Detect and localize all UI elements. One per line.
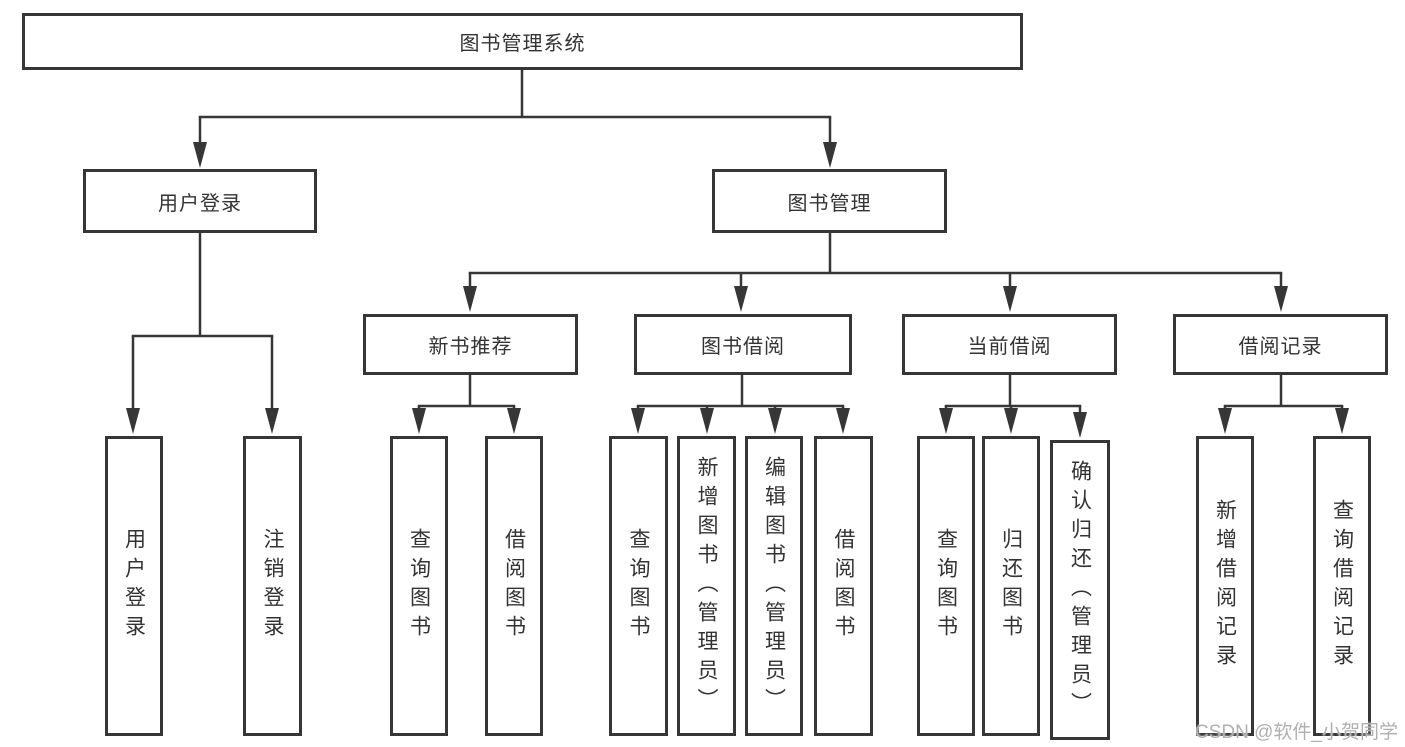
- node-book-borrowing-label: 图书借阅: [701, 336, 785, 358]
- leaf-bb-borrow-books-label: 借阅图书: [832, 528, 855, 644]
- leaf-user-login-label: 用户登录: [122, 528, 146, 644]
- leaf-br-query-record: 查询借阅记录: [1313, 436, 1371, 736]
- edge-borrowing-records-to-leaves: [1218, 375, 1349, 434]
- leaf-br-query-record-label: 查询借阅记录: [1330, 499, 1354, 673]
- node-book-management: 图书管理: [712, 169, 947, 233]
- leaf-bb-edit-books-admin-label: 编辑图书（管理员）: [762, 455, 786, 717]
- node-user-login: 用户登录: [83, 169, 317, 233]
- edge-book-borrowing-to-leaves: [631, 375, 850, 434]
- node-borrowing-records-label: 借阅记录: [1238, 336, 1323, 358]
- node-book-borrowing: 图书借阅: [634, 314, 852, 375]
- leaf-cb-return-books: 归还图书: [982, 436, 1040, 736]
- node-root-system: 图书管理系统: [22, 13, 1023, 70]
- node-new-book-recommend-label: 新书推荐: [428, 336, 513, 358]
- node-borrowing-records: 借阅记录: [1173, 314, 1388, 375]
- edge-root-to-level2: [193, 70, 837, 168]
- leaf-cb-query-books: 查询图书: [917, 436, 975, 736]
- edge-user-login-to-leaves: [126, 232, 279, 434]
- edge-book-management-to-level3: [463, 232, 1288, 312]
- leaf-nbr-borrow-books: 借阅图书: [485, 436, 543, 736]
- leaf-nbr-query-books-label: 查询图书: [407, 528, 431, 644]
- leaf-bb-add-books-admin: 新增图书（管理员）: [677, 436, 736, 736]
- leaf-br-add-record: 新增借阅记录: [1196, 436, 1254, 736]
- leaf-user-login: 用户登录: [105, 436, 163, 736]
- node-new-book-recommend: 新书推荐: [363, 314, 578, 375]
- leaf-bb-edit-books-admin: 编辑图书（管理员）: [745, 436, 803, 736]
- node-user-login-label: 用户登录: [158, 192, 242, 215]
- leaf-cb-return-books-label: 归还图书: [999, 528, 1023, 644]
- edge-current-borrowing-to-leaves: [939, 375, 1087, 438]
- leaf-logout-label: 注销登录: [261, 528, 284, 644]
- leaf-nbr-query-books: 查询图书: [390, 436, 448, 736]
- leaf-bb-add-books-admin-label: 新增图书（管理员）: [695, 455, 718, 717]
- leaf-cb-query-books-label: 查询图书: [934, 528, 958, 644]
- leaf-cb-confirm-return-admin: 确认归还（管理员）: [1050, 440, 1110, 740]
- node-root-system-label: 图书管理系统: [459, 33, 586, 55]
- node-book-management-label: 图书管理: [787, 192, 872, 215]
- node-current-borrowing-label: 当前借阅: [967, 336, 1052, 358]
- csdn-watermark: CSDN @软件_小贺同学: [1195, 722, 1398, 743]
- leaf-br-add-record-label: 新增借阅记录: [1213, 499, 1237, 673]
- leaf-bb-query-books: 查询图书: [609, 436, 668, 736]
- edge-new-book-recommend-to-leaves: [412, 375, 521, 434]
- leaf-logout: 注销登录: [243, 436, 302, 736]
- leaf-bb-query-books-label: 查询图书: [627, 528, 650, 644]
- leaf-cb-confirm-return-admin-label: 确认归还（管理员）: [1068, 459, 1092, 721]
- leaf-bb-borrow-books: 借阅图书: [814, 436, 873, 736]
- node-current-borrowing: 当前借阅: [902, 314, 1117, 375]
- leaf-nbr-borrow-books-label: 借阅图书: [502, 528, 526, 644]
